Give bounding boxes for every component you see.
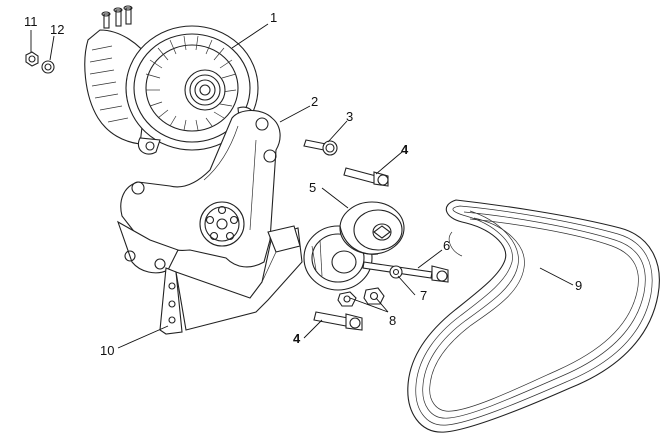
mounting-bracket-icon bbox=[116, 109, 281, 274]
nut-icon bbox=[337, 291, 357, 307]
callout-9: 9 bbox=[575, 278, 582, 293]
callout-6: 6 bbox=[443, 238, 450, 253]
callout-7: 7 bbox=[420, 288, 427, 303]
lower-bracket-plate-icon bbox=[159, 225, 303, 335]
callout-2: 2 bbox=[311, 94, 318, 109]
serpentine-belt-icon bbox=[407, 199, 660, 433]
callout-11: 11 bbox=[24, 14, 38, 29]
washer-icon bbox=[41, 60, 55, 74]
leader-lines bbox=[30, 23, 574, 349]
washer-icon bbox=[389, 265, 403, 279]
callout-8: 8 bbox=[389, 313, 396, 328]
alternator-icon bbox=[84, 5, 259, 155]
callout-4-lower: 4 bbox=[293, 331, 301, 346]
bolt-icon bbox=[313, 311, 363, 331]
callout-1: 1 bbox=[270, 10, 277, 25]
callout-10: 10 bbox=[100, 343, 114, 358]
bolt-icon bbox=[303, 139, 338, 156]
nut-icon bbox=[25, 51, 39, 67]
callout-3: 3 bbox=[346, 109, 353, 124]
callout-5: 5 bbox=[309, 180, 316, 195]
bolt-icon bbox=[362, 261, 449, 283]
belt-tensioner-icon bbox=[303, 201, 405, 291]
callout-4-upper: 4 bbox=[401, 142, 409, 157]
callout-12: 12 bbox=[50, 22, 64, 37]
nut-icon bbox=[363, 287, 385, 305]
bolt-icon bbox=[343, 167, 389, 187]
